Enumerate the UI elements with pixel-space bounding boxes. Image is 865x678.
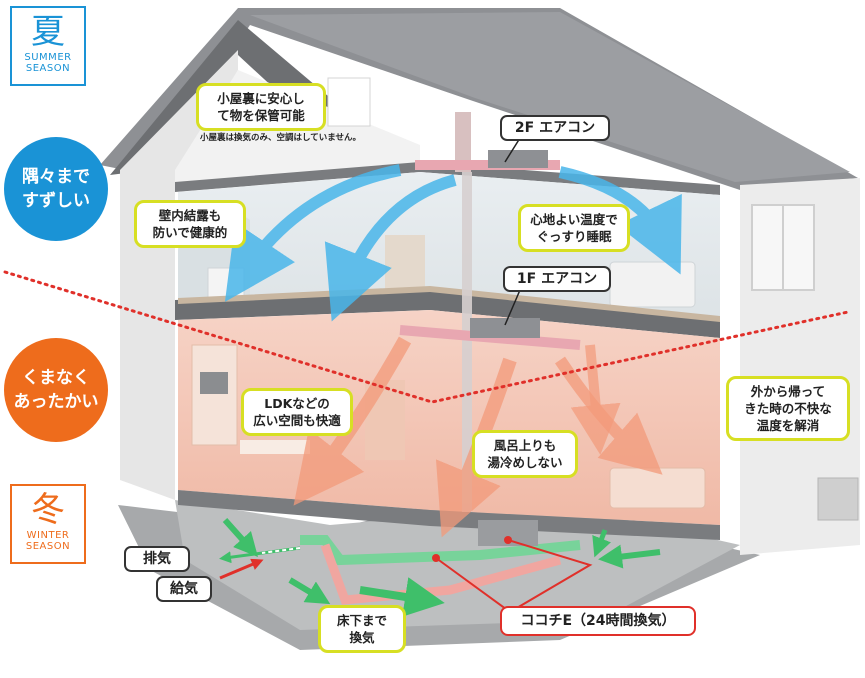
callout-underfloor: 床下まで 換気	[318, 605, 406, 653]
ac2f-leader	[504, 137, 521, 163]
summer-kanji: 夏	[31, 12, 65, 52]
label-supply: 給気	[156, 576, 212, 602]
label-kokochi-e-system: ココチE（24時間換気）	[500, 606, 696, 636]
label-2f-aircon: 2F エアコン	[500, 115, 610, 141]
callout-outside: 外から帰って きた時の不快な 温度を解消	[726, 376, 850, 441]
winter-label-line1: WINTER	[26, 530, 70, 541]
summer-benefit-circle: 隅々まで すずしい	[4, 137, 108, 241]
callout-outside-line3: 温度を解消	[756, 418, 820, 433]
callout-wall-line2: 防いで健康的	[152, 225, 228, 240]
underfloor-duct-green	[300, 535, 581, 566]
callout-underfloor-line2: 換気	[349, 630, 375, 645]
dining-table	[240, 440, 310, 454]
callout-wall-line1: 壁内結露も	[158, 208, 222, 223]
callout-wall: 壁内結露も 防いで健康的	[134, 200, 246, 248]
exhaust-dashed-line	[261, 547, 301, 554]
winter-benefit-circle: くまなく あったかい	[4, 338, 108, 442]
label-exhaust: 排気	[124, 546, 190, 572]
fresh-air-arrow-3	[288, 577, 331, 605]
floor-2f-slab	[175, 290, 720, 338]
stairs-2f	[385, 235, 425, 295]
fresh-air-arrow-4	[598, 544, 661, 569]
callout-outside-line2: きた時の不快な	[744, 401, 832, 416]
cool-arrow-left	[224, 164, 402, 302]
callout-sleep-line2: ぐっすり睡眠	[536, 229, 612, 244]
system-leader-line	[435, 539, 593, 614]
callout-attic-line1: 小屋裏に安心し	[217, 91, 305, 106]
cool-arrow-right	[558, 166, 682, 275]
system-leader-dot	[504, 536, 512, 544]
attic-shelf	[327, 77, 371, 127]
ac-unit-2f	[488, 150, 548, 168]
season-divider	[3, 270, 850, 404]
callout-bath-line2: 湯冷めしない	[487, 455, 563, 470]
floor-2f-top	[178, 286, 720, 322]
summer-season-box: 夏 SUMMER SEASON	[10, 6, 86, 86]
summer-label-line2: SEASON	[25, 63, 71, 74]
winter-kanji: 冬	[31, 490, 65, 530]
left-wall	[120, 50, 238, 500]
cool-arrow-mid	[324, 174, 457, 322]
warm-arrow-1	[293, 336, 412, 506]
callout-bath: 風呂上りも 湯冷めしない	[472, 430, 578, 478]
ac1f-leader	[504, 289, 521, 326]
callout-outside-line1: 外から帰って	[750, 384, 826, 399]
summer-label-line1: SUMMER	[24, 52, 72, 63]
outdoor-unit	[817, 477, 859, 521]
winter-label-line2: SEASON	[25, 541, 71, 552]
callout-bath-line1: 風呂上りも	[493, 438, 557, 453]
oven	[200, 372, 228, 394]
attic-note: 小屋裏は換気のみ、空調はしていません。	[200, 133, 361, 143]
warm-arrow-4	[570, 344, 621, 455]
ac-unit-1f	[470, 318, 540, 338]
warm-arrow-2	[435, 357, 517, 538]
winter-circle-line2: あったかい	[13, 392, 99, 412]
vertical-duct	[462, 172, 472, 512]
bed-2f	[609, 261, 696, 308]
system-leader-dot-2	[432, 554, 440, 562]
sofa-1f	[609, 467, 706, 509]
attic-duct	[455, 112, 471, 172]
summer-circle-line2: すずしい	[22, 191, 90, 211]
winter-season-box: 冬 WINTER SEASON	[10, 484, 86, 564]
main-roof-slope	[250, 12, 850, 182]
callout-sleep: 心地よい温度で ぐっすり睡眠	[518, 204, 630, 252]
fresh-air-arrow-5	[592, 529, 611, 558]
kitchen-cabinet	[191, 344, 238, 446]
callout-underfloor-line1: 床下まで	[336, 613, 387, 628]
callout-ldk-line2: 広い空間も快適	[253, 413, 341, 428]
callout-attic-line2: て物を保管可能	[217, 108, 305, 123]
winter-circle-line1: くまなく	[22, 368, 90, 388]
callout-attic: 小屋裏に安心し て物を保管可能	[196, 83, 326, 131]
summer-circle-line1: 隅々まで	[22, 167, 90, 187]
fresh-air-arrow-2	[359, 577, 445, 617]
callout-ldk: LDKなどの 広い空間も快適	[241, 388, 353, 436]
supply-arrow	[219, 558, 264, 580]
callout-ldk-line1: LDKなどの	[264, 396, 330, 411]
callout-sleep-line1: 心地よい温度で	[530, 212, 618, 227]
fresh-air-arrow-1	[222, 518, 258, 557]
label-1f-aircon: 1F エアコン	[503, 266, 611, 292]
